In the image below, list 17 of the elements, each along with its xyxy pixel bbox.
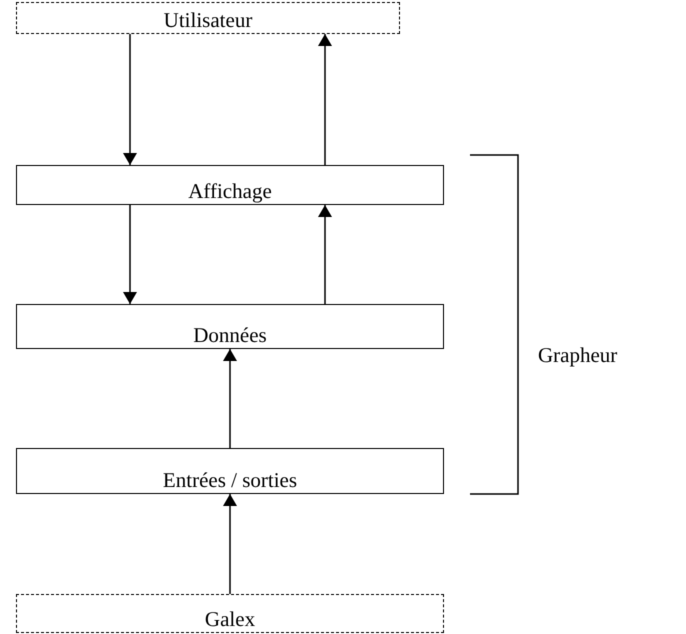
process-box xyxy=(16,304,444,349)
node-label: Affichage xyxy=(188,179,272,203)
node-label: Entrées / sorties xyxy=(162,468,298,492)
node-label: Galex xyxy=(204,607,256,631)
arrow xyxy=(223,494,237,594)
process-box xyxy=(16,448,444,494)
dashed-box xyxy=(16,594,444,633)
arrow xyxy=(223,349,237,448)
process-box xyxy=(16,165,444,205)
group-label: Grapheur xyxy=(538,343,618,367)
node-label: Données xyxy=(193,323,267,347)
arrow xyxy=(123,205,137,304)
arrow xyxy=(318,205,332,304)
arrow xyxy=(123,34,137,165)
dashed-box xyxy=(16,2,400,34)
arrow xyxy=(318,34,332,165)
node-label: Utilisateur xyxy=(164,8,252,32)
